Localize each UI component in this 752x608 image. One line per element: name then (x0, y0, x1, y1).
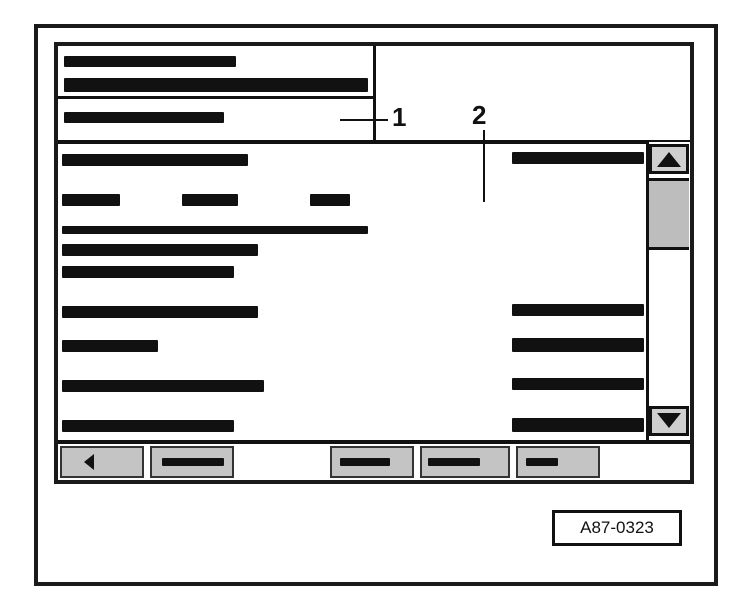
softkey-5[interactable] (516, 446, 600, 478)
header-divider-left (58, 96, 374, 99)
list-row-8-value (512, 378, 644, 390)
header-title-bar (64, 56, 236, 67)
list-row-1-value (512, 152, 644, 164)
figure-reference-code: A87-0323 (552, 510, 682, 546)
list-row-7-value (512, 338, 644, 352)
callout-1-leader (340, 119, 388, 121)
softkey-back[interactable] (60, 446, 144, 478)
list-row-3-label (62, 226, 368, 234)
callout-2-label: 2 (472, 100, 487, 130)
list-row-6-value (512, 304, 644, 316)
list-row-9-label (62, 420, 234, 432)
list-row-9-value (512, 418, 644, 432)
header-divider-bottom (58, 140, 690, 144)
softkey-4-label (428, 458, 480, 466)
scroll-down-button[interactable] (649, 406, 689, 436)
header-field-bar (64, 112, 224, 123)
list-row-2-field-c (310, 194, 350, 206)
softkey-3[interactable] (330, 446, 414, 478)
triangle-down-icon (657, 413, 681, 428)
triangle-up-icon (657, 152, 681, 167)
list-row-2-field-a (62, 194, 120, 206)
callout-2-leader (483, 130, 485, 202)
triangle-left-icon (84, 454, 94, 470)
list-row-8-label (62, 380, 264, 392)
header-divider-vertical (373, 46, 376, 144)
scrollbar[interactable] (646, 142, 690, 440)
list-row-5-label (62, 266, 234, 278)
list-row-4-label (62, 244, 258, 256)
scroll-up-button[interactable] (649, 144, 689, 174)
list-row-7-label (62, 340, 158, 352)
list-row-2-field-b (182, 194, 238, 206)
softkey-bar-divider (58, 440, 690, 444)
header-subtitle-bar (64, 78, 368, 92)
softkey-3-label (340, 458, 390, 466)
scroll-thumb[interactable] (649, 178, 689, 250)
figure-frame (34, 24, 718, 586)
softkey-2[interactable] (150, 446, 234, 478)
list-row-6-label (62, 306, 258, 318)
softkey-5-label (526, 458, 558, 466)
list-row-1-label (62, 154, 248, 166)
softkey-2-label (162, 458, 224, 466)
softkey-4[interactable] (420, 446, 510, 478)
callout-1-label: 1 (392, 102, 407, 132)
